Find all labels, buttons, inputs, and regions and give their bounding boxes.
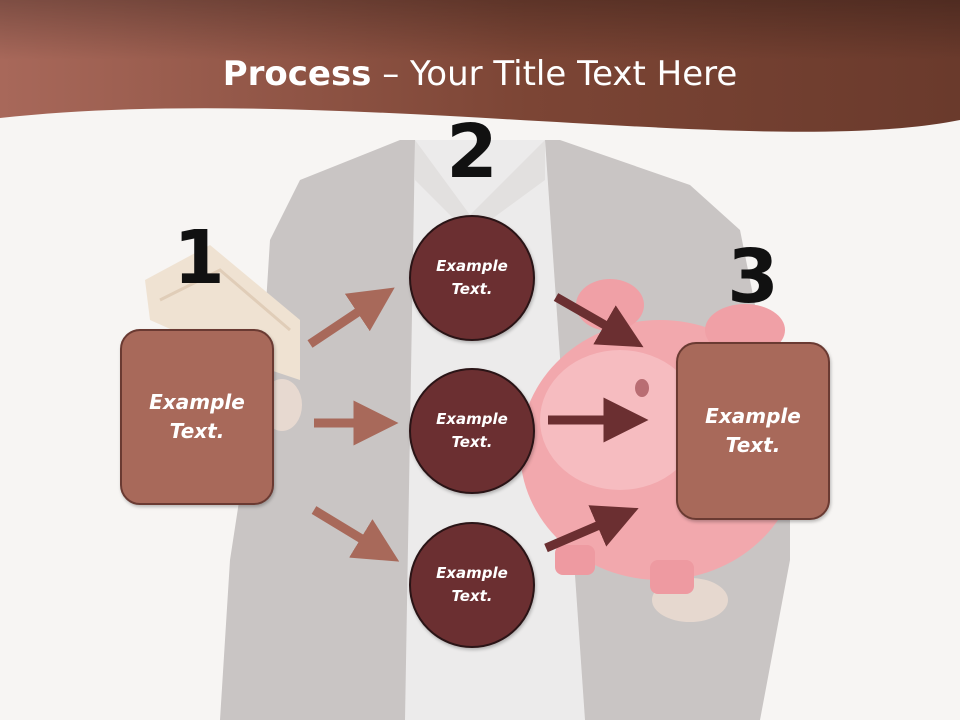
left-box-text: Example Text. [149,390,245,443]
title-rest: – Your Title Text Here [371,54,738,94]
right-box: Example Text. [676,342,830,520]
title-bold: Process [222,54,372,94]
slide-title: Process – Your Title Text Here [0,52,960,96]
circle-middle: Example Text. [409,368,535,494]
left-box: Example Text. [120,329,274,505]
arrow-right-icon [544,505,639,553]
circle-bottom: Example Text. [409,522,535,648]
step-number-1: 1 [173,215,225,301]
arrow-right-icon [553,293,644,348]
circle-bottom-text: Example Text. [436,564,508,605]
arrow-right-icon [311,506,400,562]
circle-top: Example Text. [409,215,535,341]
right-box-text: Example Text. [705,404,801,457]
step-number-2: 2 [446,109,498,195]
step-number-3: 3 [727,234,779,320]
arrow-right-icon [307,287,395,348]
circle-middle-text: Example Text. [436,410,508,451]
circle-top-text: Example Text. [436,257,508,298]
